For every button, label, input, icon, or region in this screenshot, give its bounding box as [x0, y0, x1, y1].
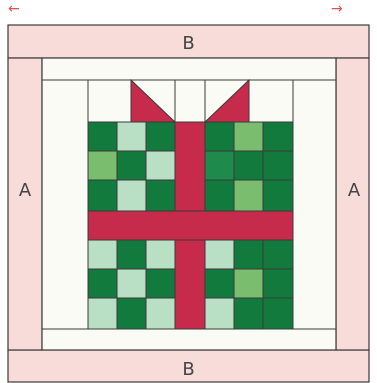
bow-background [88, 80, 293, 122]
gift-square [88, 122, 117, 151]
ribbon-horizontal [88, 211, 293, 240]
gift-square [205, 180, 234, 211]
gift-square [88, 151, 117, 180]
gift-square [263, 122, 293, 151]
gift-square [263, 269, 293, 298]
gift-square [205, 151, 234, 180]
gift-square [117, 269, 146, 298]
gift-square [117, 240, 146, 269]
gift-square [117, 298, 146, 329]
gift-square [234, 122, 263, 151]
gift-square [205, 269, 234, 298]
gift-square [146, 180, 175, 211]
gift-square [117, 151, 146, 180]
gift-square [263, 180, 293, 211]
gift-square [146, 269, 175, 298]
label-a-left: A [19, 180, 32, 201]
gift-square [88, 298, 117, 329]
gift-square [88, 240, 117, 269]
gift-square [146, 298, 175, 329]
gift-square [117, 180, 146, 211]
gift-square [205, 122, 234, 151]
gift-square [234, 151, 263, 180]
border-a-left [8, 58, 42, 350]
label-a-right: A [348, 180, 361, 201]
gift-square [146, 151, 175, 180]
gift-square [234, 240, 263, 269]
gift-square [263, 298, 293, 329]
gift-square [234, 180, 263, 211]
gift-square [117, 122, 146, 151]
gift-square [88, 269, 117, 298]
gift-square [234, 298, 263, 329]
gift-square [205, 240, 234, 269]
label-b-bottom: B [182, 359, 194, 380]
gift-square [263, 151, 293, 180]
gift-square [146, 240, 175, 269]
gift-square [263, 240, 293, 269]
gift-square [234, 269, 263, 298]
label-b-top: B [182, 33, 194, 54]
gift-square [88, 180, 117, 211]
gift-square [146, 122, 175, 151]
border-a-right [336, 58, 369, 350]
gift-square [205, 298, 234, 329]
